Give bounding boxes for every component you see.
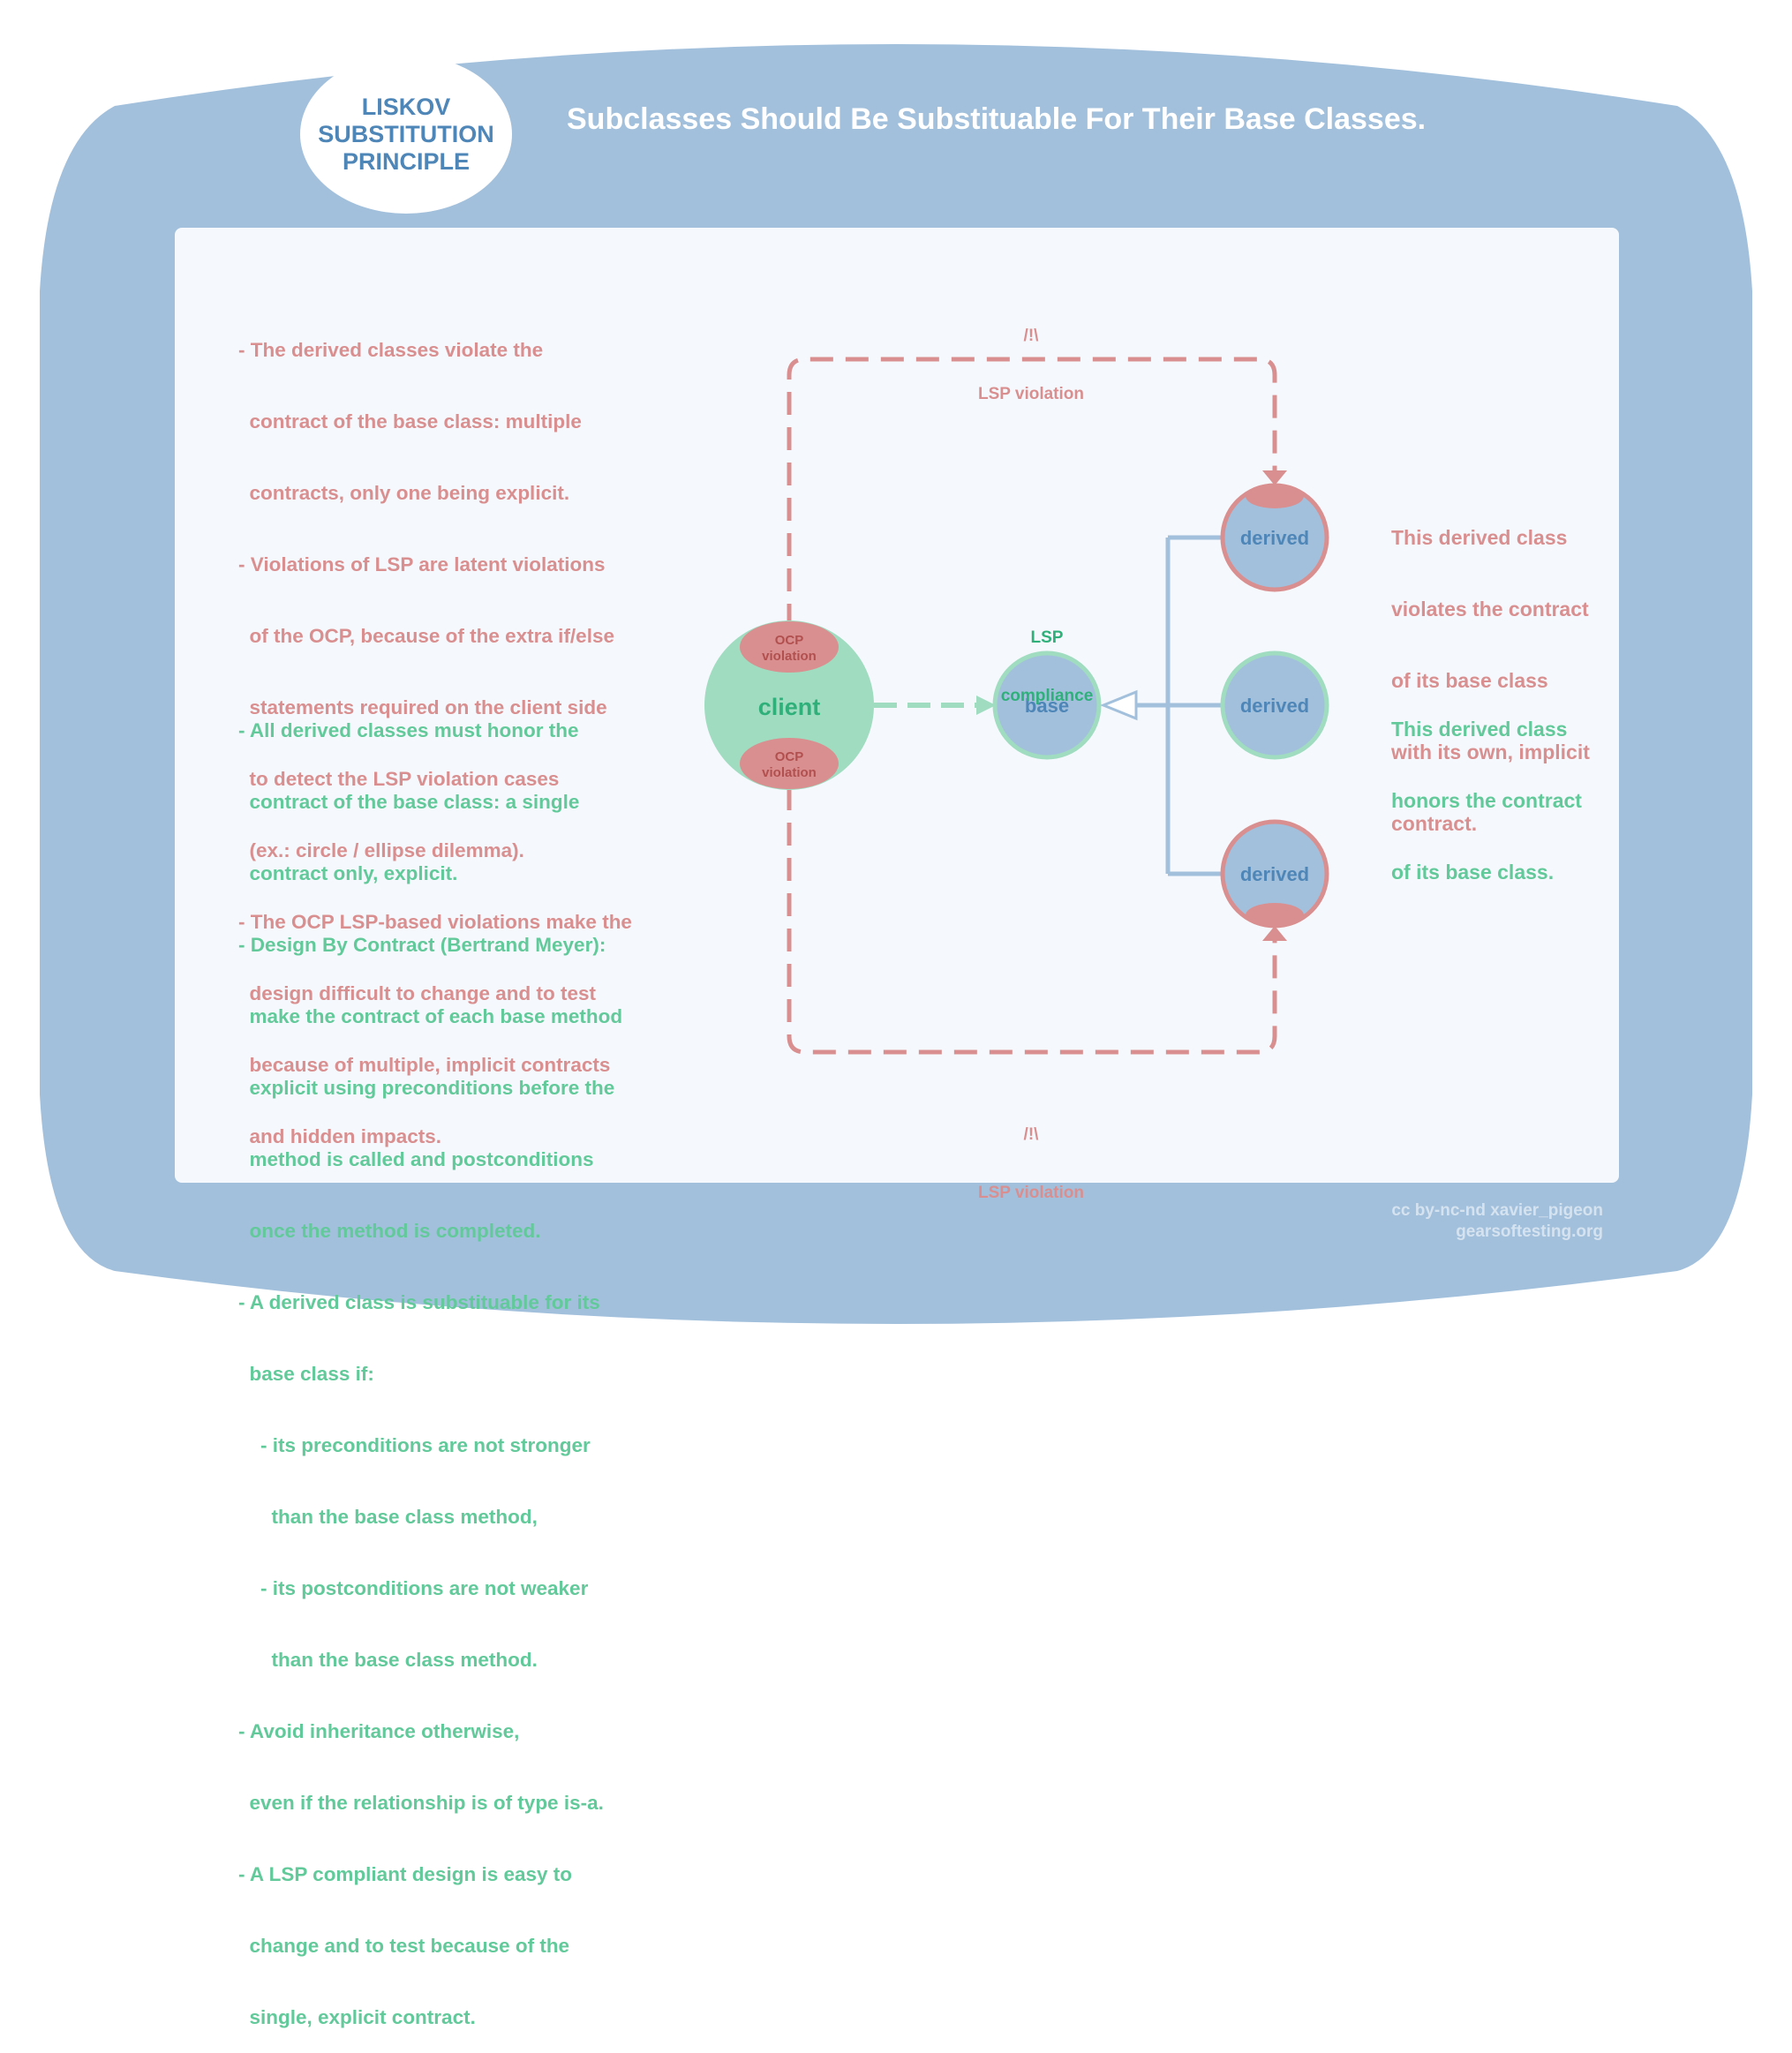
ocp-bottom-line-1: OCP [775, 749, 804, 764]
badge-line-1: LISKOV [361, 93, 451, 120]
lsp-diagram: OCP violation client OCP violation base … [704, 357, 1329, 1055]
compliance-note-line: - Design By Contract (Bertrand Meyer): [238, 934, 606, 956]
lsp-violation-text: LSP violation [977, 385, 1084, 403]
credits: cc by-nc-nd xavier_pigeon gearsoftesting… [1391, 1200, 1603, 1243]
honors-note-line: honors the contract [1391, 789, 1582, 812]
ocp-bottom-line-2: violation [762, 765, 817, 780]
compliance-note-line: base class if: [238, 1363, 374, 1385]
client-label: client [758, 694, 821, 720]
dependency-arrowhead [976, 696, 996, 715]
badge-line-3: PRINCIPLE [342, 147, 471, 175]
violation-notes: - The derived classes violate the contra… [238, 290, 632, 1172]
ocp-top-line-2: violation [762, 649, 817, 664]
ocp-violation-bottom-marker [740, 738, 839, 789]
base-node [992, 650, 1102, 760]
lsp-violation-path-bottom [787, 787, 1277, 1055]
violation-note-line: contract of the base class: multiple [238, 410, 582, 432]
violation-note-line: contracts, only one being explicit. [238, 482, 570, 504]
lsp-compliance-label: LSP compliance [959, 590, 1135, 726]
violates-note-line: This derived class [1391, 526, 1568, 549]
badge-line-2: SUBSTITUTION [318, 120, 494, 147]
compliance-note-line: contract of the base class: a single [238, 791, 580, 813]
inheritance-triangle [1100, 689, 1138, 721]
violation-note-line: - Violations of LSP are latent violation… [238, 553, 606, 575]
compliance-note-line: - A LSP compliant design is easy to [238, 1863, 573, 1885]
site-text: gearsoftesting.org [1456, 1222, 1603, 1241]
compliance-note-line: - its preconditions are not stronger [238, 1434, 591, 1456]
compliance-note-line: - Avoid inheritance otherwise, [238, 1720, 520, 1742]
client-node [704, 620, 874, 790]
derived-bottom-marker [1246, 903, 1304, 928]
lsp-violation-path-top [787, 357, 1277, 627]
violates-note-line: with its own, implicit [1391, 741, 1590, 763]
lsp-violation-label-bottom: /!\ LSP violation [943, 1087, 1119, 1222]
compliance-note-line: - All derived classes must honor the [238, 719, 579, 741]
arrowhead-bottom [1262, 926, 1287, 941]
license-text: cc by-nc-nd xavier_pigeon [1391, 1201, 1603, 1220]
base-label: base [1025, 695, 1069, 717]
violation-note-line: because of multiple, implicit contracts [238, 1054, 611, 1076]
compliance-note-line: than the base class method, [238, 1506, 538, 1528]
derived-top-marker [1246, 484, 1304, 508]
compliance-note-line: than the base class method. [238, 1649, 538, 1671]
violates-note-line: of its base class [1391, 669, 1548, 692]
derived-middle-label: derived [1240, 695, 1309, 717]
warning-glyph: /!\ [1023, 327, 1039, 345]
lsp-compliance-line-1: LSP [1030, 628, 1064, 647]
compliance-note-line: explicit using preconditions before the [238, 1077, 615, 1099]
violation-note-line: to detect the LSP violation cases [238, 768, 560, 790]
violation-note-line: of the OCP, because of the extra if/else [238, 625, 614, 647]
lsp-violation-label-top: /!\ LSP violation [943, 288, 1119, 424]
compliance-note-line: - A derived class is substituable for it… [238, 1291, 600, 1313]
lsp-violation-text: LSP violation [977, 1184, 1084, 1202]
derived-middle-node [1220, 650, 1329, 760]
violation-note-line: - The OCP LSP-based violations make the [238, 911, 632, 933]
ocp-top-line-1: OCP [775, 633, 804, 648]
violates-note: This derived class violates the contract… [1391, 478, 1590, 860]
honors-note-line: This derived class [1391, 718, 1568, 741]
derived-bottom-label: derived [1240, 863, 1309, 885]
ocp-violation-top-marker [740, 621, 839, 673]
honors-note: This derived class honors the contract o… [1391, 670, 1582, 908]
violation-note-line: design difficult to change and to test [238, 982, 597, 1004]
violation-note-line: statements required on the client side [238, 696, 607, 718]
lsp-compliance-line-2: compliance [1000, 687, 1094, 705]
compliance-note-line: change and to test because of the [238, 1935, 570, 1957]
compliance-note-line: - its postconditions are not weaker [238, 1577, 589, 1599]
compliance-note-line: once the method is completed. [238, 1220, 541, 1242]
warning-glyph: /!\ [1023, 1125, 1039, 1144]
arrowhead-top [1262, 470, 1287, 485]
compliance-note-line: make the contract of each base method [238, 1005, 623, 1027]
compliance-note-line: method is called and postconditions [238, 1148, 594, 1170]
inheritance-lines [1136, 535, 1222, 876]
compliance-note-line: contract only, explicit. [238, 862, 458, 884]
violates-note-line: violates the contract [1391, 598, 1589, 620]
violation-note-line: and hidden impacts. [238, 1125, 442, 1147]
violation-note-line: - The derived classes violate the [238, 339, 544, 361]
compliance-note-line: even if the relationship is of type is-a… [238, 1792, 604, 1814]
principle-badge: LISKOV SUBSTITUTION PRINCIPLE [300, 55, 512, 214]
derived-top-label: derived [1240, 527, 1309, 549]
honors-note-line: of its base class. [1391, 861, 1555, 884]
page-title: Subclasses Should Be Substituable For Th… [567, 102, 1427, 136]
compliance-note-line: single, explicit contract. [238, 2006, 476, 2028]
violates-note-line: contract. [1391, 812, 1478, 835]
violation-note-line: (ex.: circle / ellipse dilemma). [238, 839, 524, 861]
